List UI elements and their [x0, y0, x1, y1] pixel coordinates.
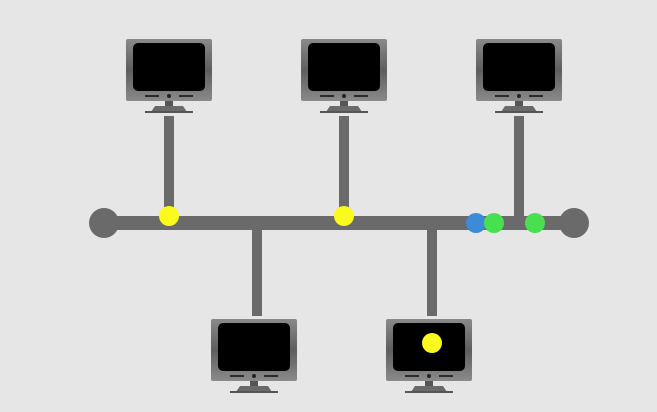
drop-line-top-2: [339, 116, 349, 216]
computer-icon[interactable]: [301, 39, 387, 113]
terminator-right: [559, 208, 589, 238]
drop-line-top-1: [164, 116, 174, 216]
drop-line-top-3: [514, 116, 524, 216]
packets: [159, 206, 545, 353]
terminator-left: [89, 208, 119, 238]
drop-lines: [164, 116, 524, 316]
drop-line-bottom-2: [427, 230, 437, 316]
packet-green: [525, 213, 545, 233]
computer-icon[interactable]: [126, 39, 212, 113]
computer-icon[interactable]: [211, 319, 297, 393]
packet-yellow: [334, 206, 354, 226]
computer-icon[interactable]: [386, 319, 472, 393]
packet-green: [484, 213, 504, 233]
packet-yellow: [159, 206, 179, 226]
computer-icon[interactable]: [476, 39, 562, 113]
drop-line-bottom-1: [252, 230, 262, 316]
packet-blue: [466, 213, 486, 233]
packet-yellow: [422, 333, 442, 353]
